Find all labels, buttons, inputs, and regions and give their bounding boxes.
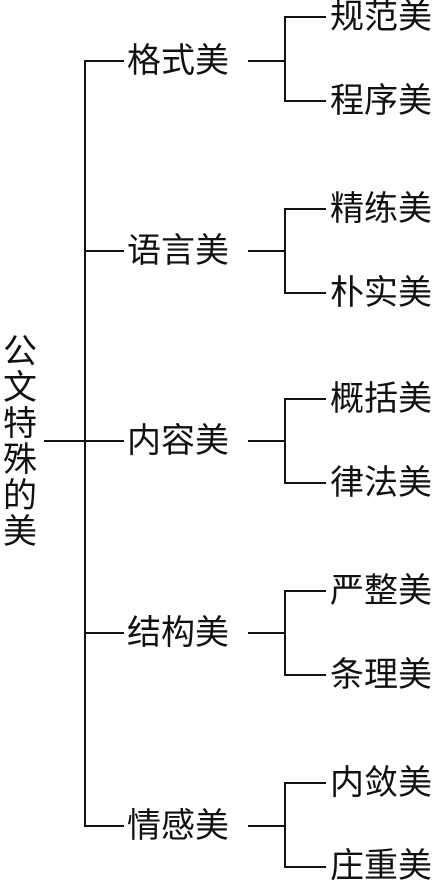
branch-node: 结构美	[127, 613, 229, 653]
leaf-connector	[284, 100, 326, 102]
leaf-connector	[284, 16, 326, 18]
leaf-connector	[284, 208, 326, 210]
leaf-node: 严整美	[330, 571, 432, 611]
sub-trunk	[284, 398, 286, 484]
leaf-node: 律法美	[330, 463, 432, 503]
branch-connector	[84, 440, 124, 442]
leaf-node: 程序美	[330, 81, 432, 121]
leaf-node: 概括美	[330, 379, 432, 419]
branch-node: 情感美	[127, 806, 229, 846]
leaf-node: 规范美	[330, 0, 432, 37]
branch-node: 格式美	[127, 41, 229, 81]
leaf-connector	[284, 398, 326, 400]
branch-connector	[84, 250, 124, 252]
branch-connector	[84, 60, 124, 62]
leaf-connector	[284, 292, 326, 294]
leaf-node: 条理美	[330, 655, 432, 695]
leaf-node: 精练美	[330, 189, 432, 229]
branch-connector	[84, 825, 124, 827]
branch-out-connector	[248, 60, 286, 62]
sub-trunk	[284, 782, 286, 868]
branch-out-connector	[248, 825, 286, 827]
branch-out-connector	[248, 440, 286, 442]
leaf-connector	[284, 482, 326, 484]
sub-trunk	[284, 208, 286, 294]
root-node: 公文特殊的美	[3, 332, 37, 552]
leaf-connector	[284, 674, 326, 676]
branch-node: 内容美	[127, 421, 229, 461]
branch-out-connector	[248, 632, 286, 634]
sub-trunk	[284, 16, 286, 102]
leaf-node: 内敛美	[330, 763, 432, 803]
sub-trunk	[284, 590, 286, 676]
leaf-node: 朴实美	[330, 273, 432, 313]
leaf-connector	[284, 866, 326, 868]
leaf-connector	[284, 782, 326, 784]
main-trunk	[84, 60, 86, 826]
branch-node: 语言美	[127, 231, 229, 271]
leaf-node: 庄重美	[330, 846, 432, 886]
root-connector	[44, 440, 86, 442]
branch-connector	[84, 632, 124, 634]
leaf-connector	[284, 590, 326, 592]
branch-out-connector	[248, 250, 286, 252]
